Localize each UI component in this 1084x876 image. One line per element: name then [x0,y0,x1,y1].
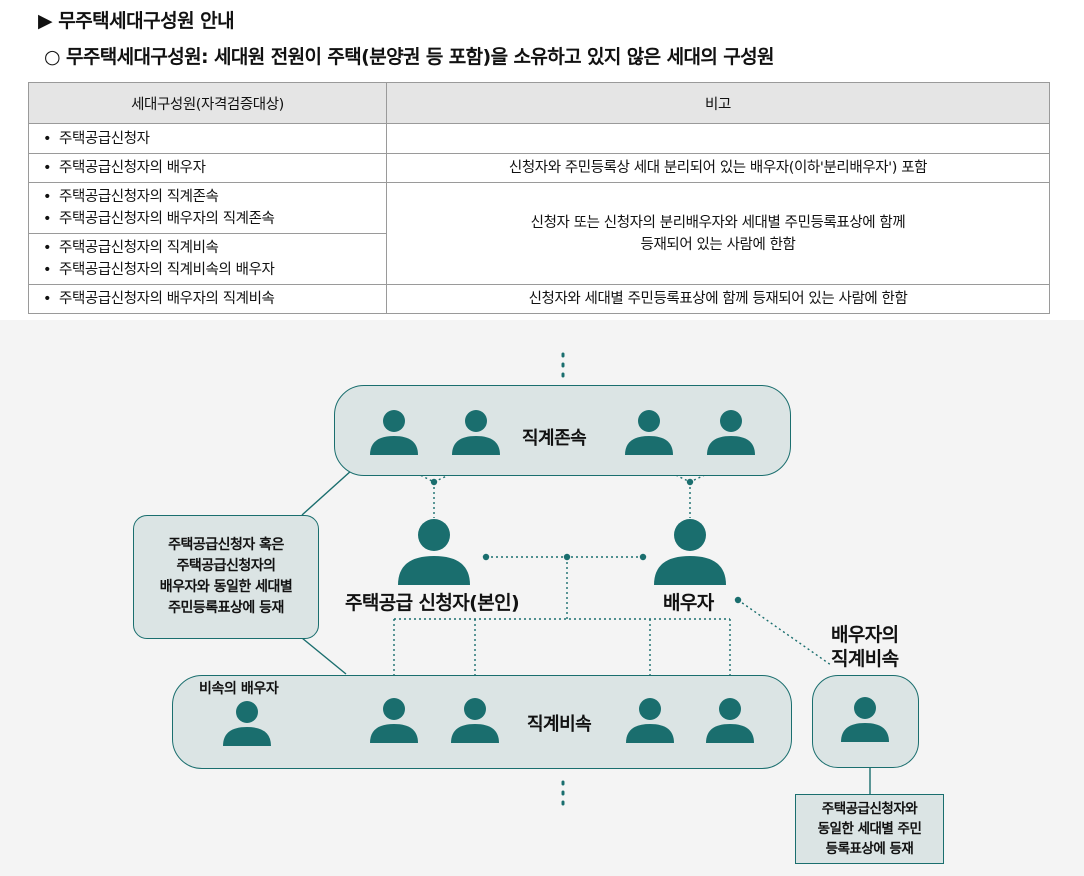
descendant-person-icon [626,698,674,743]
descendant-person-icon [451,698,499,743]
column-header-remarks: 비고 [386,82,1050,124]
descendant-person-icon [370,698,418,743]
member-item: 주택공급신청자의 배우자의 직계존속 [43,208,386,230]
ascendant-person-icon [707,410,755,455]
ascendants-group [334,385,791,476]
applicant-label: 주택공급 신청자(본인) [345,592,520,614]
remark-cell: 신청자와 세대별 주민등록표상에 함께 등재되어 있는 사람에 한함 [386,284,1050,314]
spouse-descendant-group [812,675,919,768]
table-row: 주택공급신청자의 배우자 신청자와 주민등록상 세대 분리되어 있는 배우자(이… [28,153,1050,183]
right-note: 주택공급신청자와 동일한 세대별 주민 등록표상에 등재 [795,794,944,864]
left-note-line: 주택공급신청자 혹은 [168,537,284,553]
spouse-descendant-label: 배우자의 직계비속 [831,623,899,671]
member-item: 주택공급신청자의 직계비속 [43,237,386,259]
ascendant-person-icon [370,410,418,455]
member-item: 주택공급신청자의 직계존속 [43,186,386,208]
left-note: 주택공급신청자 혹은 주택공급신청자의 배우자와 동일한 세대별 주민등록표상에… [133,515,319,639]
table-row: 주택공급신청자의 직계비속 주택공급신청자의 직계비속의 배우자 [28,233,1050,285]
right-note-line: 주택공급신청자와 [821,801,918,817]
ascendant-person-icon [625,410,673,455]
remark-cell [386,123,1050,154]
member-cell: 주택공급신청자의 직계존속 주택공급신청자의 배우자의 직계존속 [28,182,387,234]
descendant-person-icon [706,698,754,743]
member-item: 주택공급신청자의 배우자의 직계비속 [43,288,386,310]
right-note-line: 동일한 세대별 주민 [817,821,922,837]
column-header-members: 세대구성원(자격검증대상) [28,82,387,124]
household-members-table: 세대구성원(자격검증대상) 비고 주택공급신청자 주택공급신청자의 배우자 신청… [28,82,1050,314]
spouse-person-icon [654,519,726,585]
member-item: 주택공급신청자의 직계비속의 배우자 [43,259,386,281]
member-item: 주택공급신청자 [43,128,386,150]
table-row: 주택공급신청자의 배우자의 직계비속 신청자와 세대별 주민등록표상에 함께 등… [28,284,1050,314]
member-cell: 주택공급신청자의 직계비속 주택공급신청자의 직계비속의 배우자 [28,233,387,285]
section-subheading: ○ 무주택세대구성원: 세대원 전원이 주택(분양권 등 포함)을 소유하고 있… [44,46,774,68]
descendant-spouse-person-icon [223,701,271,746]
descendants-group [172,675,792,769]
spouse-label: 배우자 [663,592,714,614]
remark-line: 등재되어 있는 사람에 한함 [640,236,796,253]
remark-cell-merged: 신청자 또는 신청자의 분리배우자와 세대별 주민등록표상에 함께 등재되어 있… [386,182,1050,285]
spouse-descendant-label-line: 직계비속 [831,648,899,670]
remark-line: 신청자 또는 신청자의 분리배우자와 세대별 주민등록표상에 함께 [530,214,906,231]
table-row: 주택공급신청자의 직계존속 주택공급신청자의 배우자의 직계존속 신청자 또는 … [28,182,1050,285]
member-cell: 주택공급신청자 [28,123,387,154]
left-note-line: 배우자와 동일한 세대별 [159,579,293,595]
member-cell: 주택공급신청자의 배우자의 직계비속 [28,284,387,314]
spouse-descendant-label-line: 배우자의 [831,624,899,646]
ascendants-label: 직계존속 [522,428,587,449]
right-note-line: 등록표상에 등재 [825,841,914,857]
descendants-label: 직계비속 [527,714,592,735]
member-item: 주택공급신청자의 배우자 [43,157,386,179]
left-note-line: 주택공급신청자의 [176,558,276,574]
spouse-descendant-person-icon [841,697,889,742]
table-row: 주택공급신청자 [28,123,1050,154]
member-cell: 주택공급신청자의 배우자 [28,153,387,183]
descendant-spouse-label: 비속의 배우자 [199,681,279,697]
table-header-row: 세대구성원(자격검증대상) 비고 [28,82,1050,124]
left-note-line: 주민등록표상에 등재 [168,600,284,616]
family-relationship-diagram: 직계존속 직계비속 비속의 배우자 배우자의 직계비속 주택공급 신청자(본인)… [0,320,1084,876]
remark-cell: 신청자와 주민등록상 세대 분리되어 있는 배우자(이하'분리배우자') 포함 [386,153,1050,183]
applicant-person-icon [398,519,470,585]
ascendant-person-icon [452,410,500,455]
section-heading: ▶ 무주택세대구성원 안내 [38,10,235,32]
